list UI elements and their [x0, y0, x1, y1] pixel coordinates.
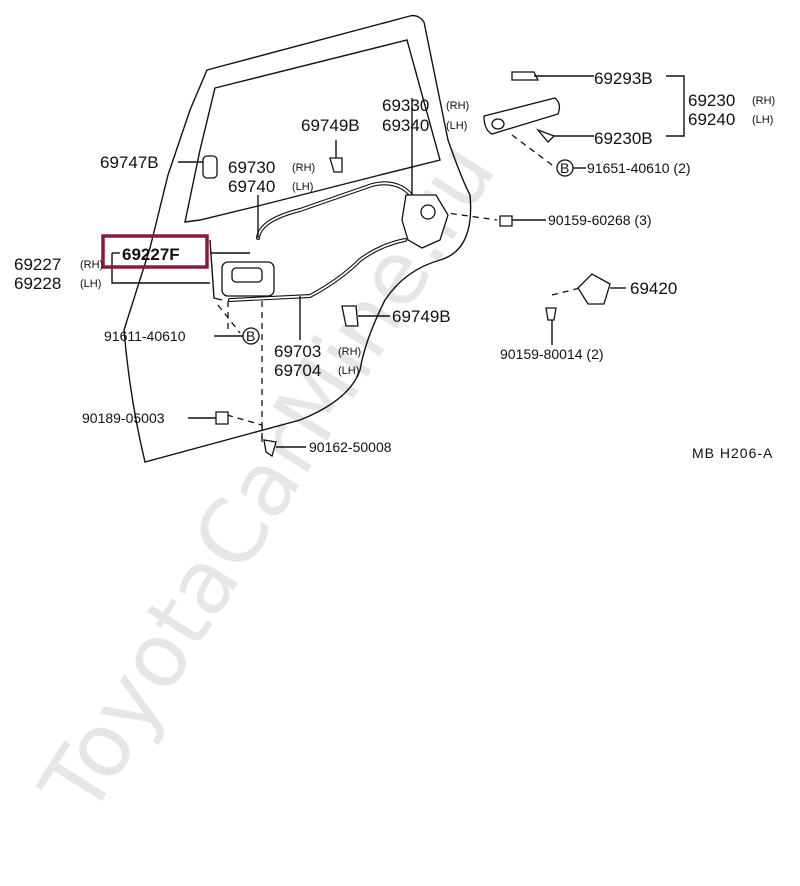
label-69740-lh: (LH): [292, 181, 313, 193]
inside-handle-lever: [231, 267, 263, 283]
door-window-frame: [184, 39, 441, 223]
label-90162-50008[interactable]: 90162-50008: [309, 439, 392, 455]
label-91611-40610[interactable]: 91611-40610: [104, 328, 186, 344]
label-69703[interactable]: 69703: [274, 342, 321, 361]
screw-90162-50008: [263, 439, 277, 458]
door-outline: [123, 14, 472, 463]
screw-90159-80014: [545, 307, 557, 321]
label-69230-rh: (RH): [752, 95, 775, 107]
label-69703-rh: (RH): [338, 346, 361, 358]
label-69730-rh: (RH): [292, 162, 315, 174]
label-69228[interactable]: 69228: [14, 274, 61, 293]
label-69227F[interactable]: 69227F: [122, 245, 180, 264]
label-69293B[interactable]: 69293B: [594, 69, 653, 88]
leader-dash-2: [217, 304, 241, 334]
lock-body: [401, 194, 449, 249]
label-69330[interactable]: 69330: [382, 96, 429, 115]
outside-handle: [483, 71, 561, 143]
highlight-box-69227F: [101, 234, 209, 269]
label-69747B[interactable]: 69747B: [100, 153, 159, 172]
bracket-69230: [666, 75, 685, 137]
label-69704[interactable]: 69704: [274, 361, 321, 380]
label-69240[interactable]: 69240: [688, 110, 735, 129]
part-labels: 69293B 69230 (RH) 69240 (LH) 69230B 9165…: [14, 69, 775, 461]
label-69740[interactable]: 69740: [228, 177, 275, 196]
label-69340-lh: (LH): [446, 120, 467, 132]
badge-b-2-text: B: [246, 328, 255, 344]
label-69228-lh: (LH): [80, 278, 101, 290]
screw-90159-60268: [499, 215, 513, 227]
b-badges: B B: [242, 159, 574, 345]
rod-69730-inner: [257, 182, 416, 239]
label-69227-rh: (RH): [80, 259, 103, 271]
leader-dash-6: [439, 211, 498, 221]
label-69240-lh: (LH): [752, 114, 773, 126]
label-69227[interactable]: 69227: [14, 255, 61, 274]
label-69230B[interactable]: 69230B: [594, 129, 653, 148]
label-90159-80014[interactable]: 90159-80014 (2): [500, 346, 604, 362]
part-69749B-top: [329, 157, 343, 173]
callout-lines: [111, 75, 685, 448]
bracket-69227: [111, 253, 210, 284]
door-lock-assembly: [401, 120, 449, 249]
lock-rods: [228, 181, 417, 302]
label-91651-40610[interactable]: 91651-40610 (2): [587, 160, 691, 176]
label-69730[interactable]: 69730: [228, 158, 275, 177]
leader-dash-5: [511, 134, 557, 169]
label-69420[interactable]: 69420: [630, 279, 677, 298]
rod-69703-inner: [229, 239, 406, 301]
leader-dash-7: [551, 287, 581, 296]
part-69230B-clip: [535, 128, 556, 143]
label-69704-lh: (LH): [338, 365, 359, 377]
label-69230[interactable]: 69230: [688, 91, 735, 110]
part-69747B: [202, 155, 218, 179]
leader-lines: [217, 134, 581, 445]
part-69749B-mid: [341, 305, 359, 327]
label-69340[interactable]: 69340: [382, 116, 429, 135]
part-69293B-clip: [511, 71, 540, 81]
handle-bracket: [209, 239, 223, 301]
small-parts: [202, 155, 611, 458]
diagram-code: MB H206-A: [692, 445, 773, 461]
outside-handle-pivot: [491, 118, 505, 130]
label-69330-rh: (RH): [446, 100, 469, 112]
label-69749B-top[interactable]: 69749B: [301, 116, 360, 135]
label-69749B-mid[interactable]: 69749B: [392, 307, 451, 326]
clip-90189-05003: [215, 411, 229, 425]
lock-latch: [420, 204, 436, 220]
label-90189-05003[interactable]: 90189-05003: [82, 410, 165, 426]
door-panel-outline: [123, 14, 472, 463]
part-69420-striker: [577, 273, 611, 305]
badge-b-1-text: B: [560, 160, 569, 176]
label-90159-60268[interactable]: 90159-60268 (3): [548, 212, 652, 228]
inside-handle: [209, 239, 275, 301]
